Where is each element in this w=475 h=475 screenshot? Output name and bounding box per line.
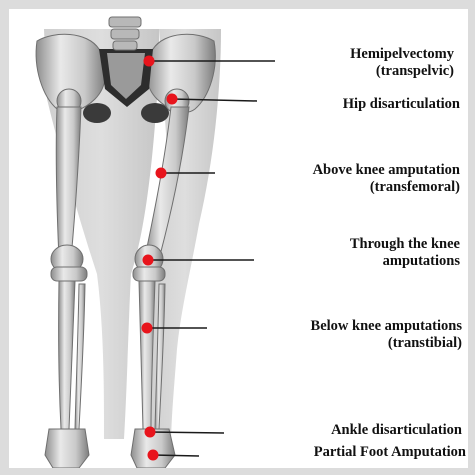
label-above-knee-line-2: (transfemoral) <box>313 179 460 196</box>
label-partial-foot-line-1: Partial Foot Amputation <box>314 444 466 461</box>
label-hip-line-1: Hip disarticulation <box>343 96 460 113</box>
label-hemipelvectomy-line-1: Hemipelvectomy <box>350 46 454 63</box>
label-partial-foot: Partial Foot Amputation <box>314 444 466 461</box>
label-through-knee-line-2: amputations <box>350 253 460 270</box>
label-above-knee-line-1: Above knee amputation <box>313 162 460 179</box>
label-hemipelvectomy: Hemipelvectomy (transpelvic) <box>350 46 454 80</box>
leader-line-ankle <box>150 432 224 433</box>
marker-dot-through-knee <box>143 255 154 266</box>
marker-dot-below-knee <box>142 323 153 334</box>
leader-line-partial-foot <box>153 455 199 456</box>
label-hip: Hip disarticulation <box>343 96 460 113</box>
diagram-panel: Hemipelvectomy (transpelvic) Hip disarti… <box>9 9 468 468</box>
marker-dot-ankle <box>145 427 156 438</box>
label-through-knee-line-1: Through the knee <box>350 236 460 253</box>
label-hemipelvectomy-line-2: (transpelvic) <box>350 63 454 80</box>
label-ankle-line-1: Ankle disarticulation <box>331 422 462 439</box>
label-below-knee: Below knee amputations (transtibial) <box>311 318 462 352</box>
label-below-knee-line-2: (transtibial) <box>311 335 462 352</box>
label-through-knee: Through the knee amputations <box>350 236 460 270</box>
marker-dot-hemipelvectomy <box>144 56 155 67</box>
label-ankle: Ankle disarticulation <box>331 422 462 439</box>
label-above-knee: Above knee amputation (transfemoral) <box>313 162 460 196</box>
marker-dot-partial-foot <box>148 450 159 461</box>
label-below-knee-line-1: Below knee amputations <box>311 318 462 335</box>
marker-dot-hip <box>167 94 178 105</box>
marker-dot-above-knee <box>156 168 167 179</box>
